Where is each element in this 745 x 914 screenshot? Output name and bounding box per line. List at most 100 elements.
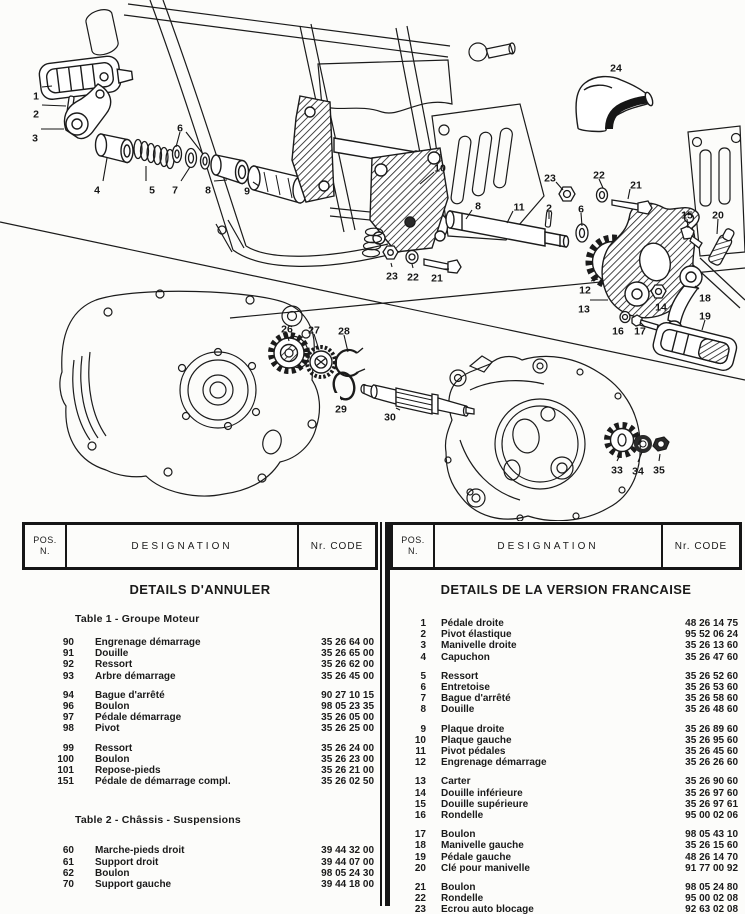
cell-des: Manivelle droite xyxy=(441,640,517,652)
callout-4: 4 xyxy=(94,185,100,197)
callout-2: 2 xyxy=(546,203,552,215)
cell-pos: 8 xyxy=(420,704,426,716)
callout-9: 9 xyxy=(244,186,250,198)
cell-code: 35 26 23 00 xyxy=(321,753,374,765)
cell-code: 35 26 05 00 xyxy=(321,712,374,724)
callout-15: 15 xyxy=(681,210,693,222)
cell-pos: 93 xyxy=(62,670,74,682)
cell-des: Engrenage démarrage xyxy=(441,757,547,769)
table-details-version-francaise: POS. N. DESIGNATION Nr. CODE DETAILS DE … xyxy=(390,522,742,914)
cell-des: Boulon xyxy=(441,829,476,841)
cell-des: Boulon xyxy=(441,882,476,894)
washer-16 xyxy=(619,310,631,324)
spring-clip-28 xyxy=(334,347,366,378)
spring-on-plate xyxy=(361,227,384,258)
table-divider-thick xyxy=(385,522,390,906)
cell-des: Pivot élastique xyxy=(441,629,512,641)
cell-des: Douille supérieure xyxy=(441,798,529,810)
callout-22: 22 xyxy=(407,272,419,284)
ratchet-27 xyxy=(305,345,337,379)
cell-code: 39 44 32 00 xyxy=(321,845,374,857)
column-header-designation: DESIGNATION xyxy=(497,540,599,552)
cell-pos: 3 xyxy=(420,640,426,652)
callout-5: 5 xyxy=(149,185,155,197)
callout-7: 7 xyxy=(172,185,178,197)
cell-pos: 18 xyxy=(414,840,426,852)
cell-pos: 99 xyxy=(62,742,74,754)
cell-pos: 2 xyxy=(420,629,426,641)
cell-pos: 13 xyxy=(414,776,426,788)
cell-des: Douille inférieure xyxy=(441,787,523,799)
cell-code: 98 05 23 35 xyxy=(321,701,374,713)
cell-pos: 61 xyxy=(62,856,74,868)
cell-pos: 101 xyxy=(57,765,74,777)
cell-pos: 10 xyxy=(414,734,426,746)
callout-11: 11 xyxy=(513,202,524,214)
cell-pos: 151 xyxy=(57,776,74,788)
cell-pos: 90 xyxy=(62,637,74,648)
callout-34: 34 xyxy=(632,466,644,478)
cell-des: Carter xyxy=(441,776,471,788)
callout-33: 33 xyxy=(611,465,623,477)
left-pedal-19 xyxy=(652,321,738,371)
section-title-version-francaise: DETAILS DE LA VERSION FRANCAISE xyxy=(440,582,692,597)
cell-pos: 98 xyxy=(62,723,74,735)
cell-pos: 1 xyxy=(420,618,426,629)
carter-13 xyxy=(601,202,700,319)
cell-pos: 9 xyxy=(420,723,426,735)
cell-des: Ressort xyxy=(95,742,133,754)
callout-13: 13 xyxy=(578,304,590,316)
header-pos-line2: N. xyxy=(408,546,418,556)
cell-pos: 91 xyxy=(62,648,74,660)
cell-des: Douille xyxy=(441,704,475,716)
capuchon-24 xyxy=(575,75,654,133)
callout-10: 10 xyxy=(434,163,446,175)
cell-pos: 97 xyxy=(62,712,74,724)
cell-code: 39 44 18 00 xyxy=(321,879,374,891)
header-pos-line1: POS. xyxy=(401,535,425,545)
washer-34 xyxy=(634,435,652,453)
cell-code: 35 26 15 60 xyxy=(685,840,738,852)
cell-code: 98 05 24 80 xyxy=(685,882,738,894)
cell-code: 35 26 95 60 xyxy=(685,734,738,746)
callout-1: 1 xyxy=(33,91,39,103)
callout-19: 19 xyxy=(699,311,711,323)
callout-8: 8 xyxy=(475,201,481,213)
callout-21: 21 xyxy=(431,273,443,285)
cell-pos: 22 xyxy=(414,893,426,905)
cell-des: Repose-pieds xyxy=(95,765,161,777)
cell-code: 35 26 90 60 xyxy=(685,776,738,788)
nut-washer-bolt-23-22-21 xyxy=(382,245,462,274)
pivot-shaft-11 xyxy=(445,210,570,248)
cell-pos: 92 xyxy=(62,659,74,671)
starter-shaft-30 xyxy=(360,383,475,417)
cell-des: Plaque droite xyxy=(441,723,505,735)
cell-code: 35 26 62 00 xyxy=(321,659,374,671)
cell-des: Pédale démarrage xyxy=(95,712,182,724)
cell-code: 35 26 24 00 xyxy=(321,742,374,754)
cell-des: Clé pour manivelle xyxy=(441,862,530,874)
